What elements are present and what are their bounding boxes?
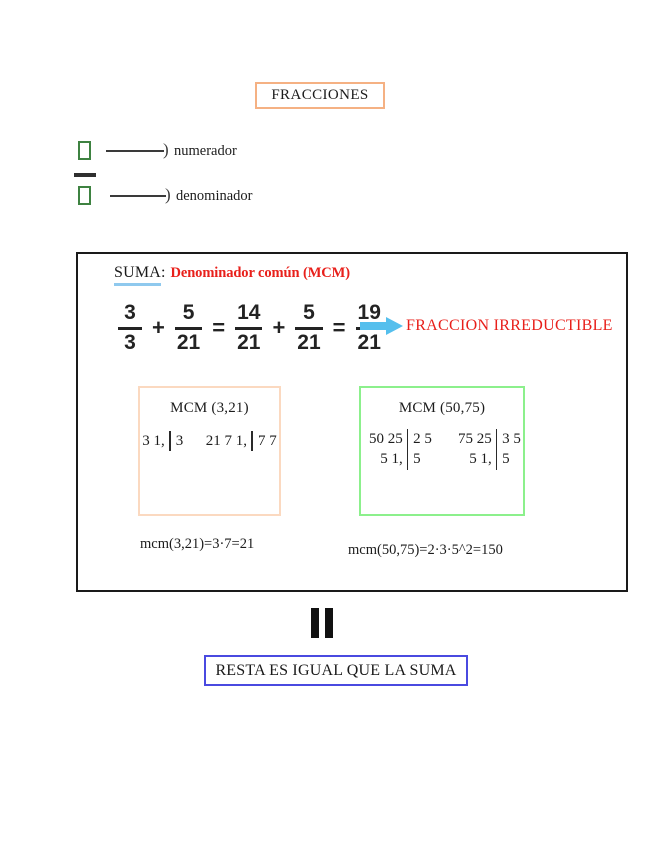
operator-equals-2: = [332,315,346,340]
fraction-denominator: 21 [357,330,381,354]
fraction-numerator: 14 [237,301,261,325]
operator-plus-1: + [152,315,165,340]
fraction-term-4: 5 21 [295,301,323,354]
factorization-divider [495,429,498,470]
fraction-numerator: 5 [182,301,195,325]
fraction-denominator: 21 [176,330,201,354]
mcm-box-3-21: MCM (3,21) 3 1, 3 21 7 1, 7 7 [138,386,281,516]
equals-sign-mark [310,608,336,638]
factorization-column-2: 75 25 5 1, 3 5 5 [450,429,523,470]
numerator-leader-line [106,150,164,152]
suma-word: SUMA [114,264,162,286]
factorization-dividends: 50 25 5 1, [368,431,403,468]
factorization-group: 3 1, 3 21 7 1, 7 7 [140,431,279,452]
fraction-rule [118,326,142,330]
factorization-group: 50 25 5 1, 2 5 5 75 25 5 1, 3 5 5 [361,429,523,470]
factorization-divider [251,431,253,452]
fraction-term-1: 3 3 [118,302,142,353]
fraction-rule [235,326,263,330]
mcm-result-3-21: mcm(3,21)=3·7=21 [140,536,255,552]
factorization-dividends: 21 7 1, [205,433,247,449]
suma-subtitle: Denominador común (MCM) [170,265,351,281]
denominator-placeholder-box [78,186,91,205]
numerator-placeholder-box [78,141,91,160]
denominator-leader-line [110,195,166,197]
factorization-divider [168,431,171,452]
factorization-divisors: 3 [175,433,184,449]
fraction-rule [295,326,323,330]
fraction-rule [174,326,203,330]
suma-panel: SUMA : Denominador común (MCM) 3 3 + 5 2… [76,252,628,592]
fraction-numerator: 3 [124,301,136,325]
suma-colon: : [161,264,166,281]
operator-equals-1: = [212,315,226,340]
mcm-box-title: MCM (50,75) [398,400,486,416]
factorization-divisors: 3 5 5 [502,431,521,468]
fraction-parts-legend: ) numerador ) denominador [74,138,334,210]
equals-bar-right [325,608,333,638]
factorization-divider [406,429,409,470]
denominator-label: denominador [176,188,253,204]
fraction-denominator: 21 [237,330,261,354]
page-title-box: FRACCIONES [255,82,385,109]
fraction-numerator: 19 [357,301,381,325]
mcm-box-50-75: MCM (50,75) 50 25 5 1, 2 5 5 75 25 5 1, … [359,386,525,516]
factorization-column-1: 50 25 5 1, 2 5 5 [361,429,434,470]
equals-bar-left [311,608,319,638]
fraction-equation: 3 3 + 5 21 = 14 21 + 5 21 = 19 21 [114,298,387,358]
resta-label: RESTA ES IGUAL QUE LA SUMA [215,661,457,679]
operator-plus-2: + [272,315,286,340]
fraction-bar [74,173,96,177]
page-title: FRACCIONES [271,87,369,103]
fraction-denominator: 21 [297,330,321,354]
irreducible-annotation: FRACCION IRREDUCTIBLE [360,316,613,336]
denominator-arrow-head: ) [165,185,171,204]
factorization-divisors: 2 5 5 [413,431,432,468]
factorization-column-2: 21 7 1, 7 7 [205,431,277,452]
irreducible-label: FRACCION IRREDUCTIBLE [406,317,613,334]
factorization-column-1: 3 1, 3 [142,431,186,452]
fraction-denominator: 3 [124,330,136,354]
numerator-arrow-head: ) [163,140,169,159]
resta-box: RESTA ES IGUAL QUE LA SUMA [204,655,468,686]
fraction-term-3: 14 21 [235,301,263,354]
fraction-term-2: 5 21 [174,301,203,354]
suma-heading: SUMA : Denominador común (MCM) [114,264,350,286]
numerator-label: numerador [174,143,237,159]
factorization-dividends: 75 25 5 1, [457,431,492,468]
factorization-dividends: 3 1, [142,433,165,449]
mcm-box-title: MCM (3,21) [170,400,249,416]
right-arrow-icon [360,317,403,335]
mcm-result-50-75: mcm(50,75)=2·3·5^2=150 [348,542,503,558]
factorization-divisors: 7 7 [258,433,277,449]
fraction-numerator: 5 [303,301,315,325]
